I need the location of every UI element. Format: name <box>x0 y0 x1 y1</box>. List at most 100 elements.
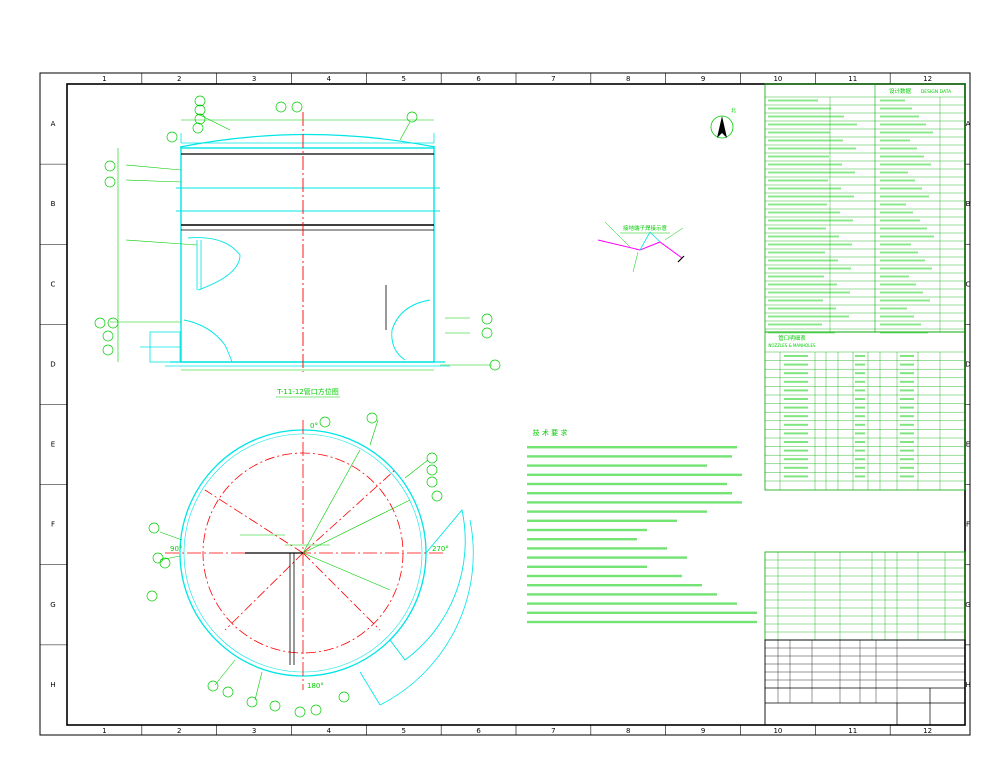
column-label: 1 <box>102 727 106 735</box>
title-block-grid <box>765 640 965 703</box>
nozzle-tag <box>310 704 322 716</box>
nozzle-tag <box>192 122 204 134</box>
row-label: G <box>965 601 970 609</box>
notes-text-lines <box>527 446 757 624</box>
nozzle-row-text <box>784 432 808 435</box>
nozzle-row-text <box>855 432 865 435</box>
nozzle-tag <box>291 101 303 113</box>
nozzle-tag <box>481 327 493 339</box>
plan-view: T-11-12管口方位图 0° 90° 180° 270° <box>159 387 474 706</box>
design-row-text <box>768 283 837 286</box>
nozzle-tag <box>194 95 206 107</box>
nozzle-row-text <box>784 475 808 478</box>
nozzle-row-text <box>784 406 808 409</box>
nozzle-tag <box>107 317 119 329</box>
note-line <box>527 574 682 578</box>
angle-90-label: 90° <box>170 545 182 553</box>
nozzle-row-text <box>900 466 914 469</box>
nozzle-table-title-cn: 管口明细表 <box>778 334 806 342</box>
nozzle-row-text <box>855 475 865 478</box>
plan-leader-4 <box>254 671 263 701</box>
design-row-text <box>880 251 918 254</box>
parts-list <box>764 551 966 641</box>
nozzle-tag <box>338 691 350 703</box>
nozzle-table-title-en: NOZZLES & MANHOLES <box>768 343 816 348</box>
nozzle-tag <box>481 313 493 325</box>
nozzle-row-text <box>900 363 914 366</box>
nozzle-row-text <box>855 406 865 409</box>
nozzle-tag <box>426 464 438 476</box>
column-label: 5 <box>402 75 406 83</box>
note-line <box>527 538 637 541</box>
column-label: 8 <box>626 75 630 83</box>
design-row-text <box>880 155 924 158</box>
plan-stairway-outer <box>379 519 474 706</box>
inner-border <box>66 83 966 726</box>
note-line <box>527 611 757 614</box>
design-row-text <box>768 99 818 102</box>
nozzle-row-text <box>900 380 914 383</box>
design-row-text <box>880 203 906 206</box>
leader-3 <box>125 239 198 246</box>
nozzle-tag <box>294 706 306 718</box>
design-row-text <box>768 187 841 190</box>
design-row-text <box>768 291 850 294</box>
nozzle-table-rows <box>765 351 965 490</box>
nozzle-row-text <box>900 355 914 357</box>
north-arrow-icon: 北 <box>710 107 736 139</box>
design-row-text <box>880 267 932 270</box>
column-label: 11 <box>848 727 857 735</box>
note-line <box>527 565 647 568</box>
nozzle-tag <box>148 522 160 534</box>
leader-2 <box>125 179 182 183</box>
row-label: F <box>966 521 970 529</box>
design-row-text <box>880 211 913 214</box>
heater-coil-right <box>391 299 431 361</box>
design-row-text <box>768 203 827 206</box>
row-label: B <box>966 200 971 208</box>
nozzle-row-text <box>900 389 914 392</box>
column-label: 11 <box>848 75 857 83</box>
design-row-text <box>768 179 828 182</box>
nozzle-row-text <box>784 449 808 452</box>
elevation-nozzle-tags <box>94 95 501 371</box>
design-row-text <box>768 211 840 214</box>
nozzle-tag <box>431 490 443 502</box>
nozzle-row-text <box>900 406 914 409</box>
design-row-text <box>768 227 826 230</box>
design-data-title-en: DESIGN DATA <box>921 89 952 95</box>
note-line <box>527 446 737 449</box>
row-label: E <box>966 441 970 449</box>
nozzle-row-text <box>900 372 914 375</box>
design-row-text <box>768 163 842 166</box>
technical-notes: 技 术 要 求 <box>533 428 568 437</box>
column-label: 10 <box>773 727 782 735</box>
note-line <box>527 602 737 605</box>
column-label: 3 <box>252 727 256 735</box>
design-row-text <box>768 243 852 246</box>
nozzle-tag <box>159 557 171 569</box>
row-label: F <box>51 521 55 529</box>
nozzle-row-text <box>855 458 865 461</box>
north-arrow-label: 北 <box>731 107 736 114</box>
nozzle-tag <box>166 131 178 143</box>
leader-1 <box>125 164 182 171</box>
plan-leader-2 <box>159 555 181 561</box>
column-label: 2 <box>177 727 181 735</box>
design-row-text <box>880 147 917 150</box>
note-line <box>527 455 732 458</box>
nozzle-tag <box>275 101 287 113</box>
column-label: 6 <box>476 75 481 83</box>
nozzle-row-text <box>784 389 808 392</box>
nozzle-row-text <box>855 466 865 469</box>
note-line <box>527 492 732 495</box>
design-row-text <box>880 107 912 110</box>
nozzle-row-text <box>784 380 808 383</box>
column-label: 9 <box>701 75 705 83</box>
row-label: H <box>965 681 970 689</box>
detail-leader-b <box>664 227 684 241</box>
design-row-text <box>880 195 929 198</box>
plan-stairway-end <box>359 671 381 706</box>
column-label: 12 <box>923 75 932 83</box>
tank-shell <box>180 147 435 363</box>
